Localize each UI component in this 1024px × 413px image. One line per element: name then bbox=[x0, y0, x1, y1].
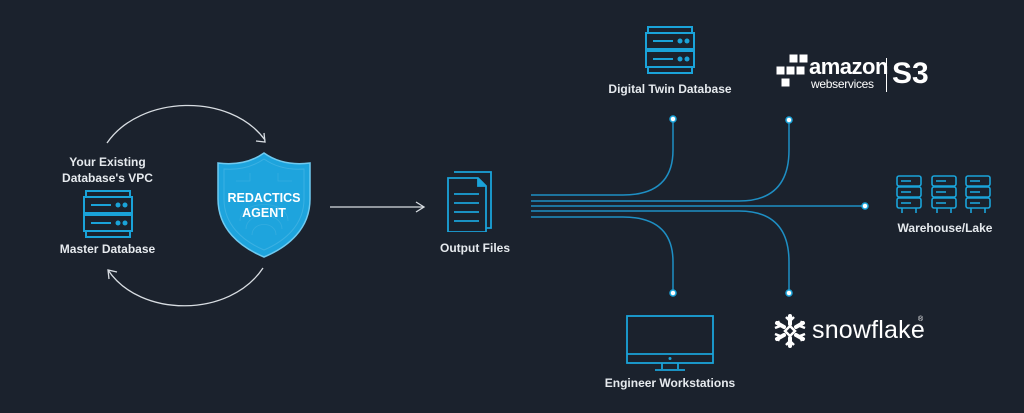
s3-text: S3 bbox=[892, 57, 929, 90]
monitor-icon bbox=[626, 315, 714, 371]
vpc-label-line1: Your Existing bbox=[69, 155, 146, 169]
aws-s3-logo: amazon webservices S3 bbox=[775, 52, 935, 98]
warehouse-label: Warehouse/Lake bbox=[897, 221, 993, 235]
output-files-label: Output Files bbox=[440, 241, 510, 255]
agent-label-line2: AGENT bbox=[242, 206, 286, 220]
master-database-server-icon bbox=[83, 190, 133, 238]
vpc-label-line2: Database's VPC bbox=[62, 171, 153, 185]
node-dot-snowflake bbox=[785, 289, 793, 297]
line-to-workstations bbox=[531, 216, 674, 293]
line-to-s3 bbox=[531, 120, 790, 202]
cycle-arrow-top-head bbox=[255, 132, 266, 143]
digital-twin-server-icon bbox=[645, 26, 695, 74]
cycle-arrow-bottom-head bbox=[107, 269, 118, 280]
node-dot-workstations bbox=[669, 289, 677, 297]
aws-text-main: amazon bbox=[809, 54, 888, 79]
digital-twin-label: Digital Twin Database bbox=[608, 82, 732, 96]
node-dot-digital-twin bbox=[669, 115, 677, 123]
line-to-digital-twin bbox=[531, 119, 674, 196]
snowflake-logo: snowflake ® bbox=[772, 312, 932, 350]
agent-label-line1: REDACTICS bbox=[228, 191, 301, 205]
snowflake-text: snowflake bbox=[812, 316, 925, 344]
cycle-arrow-bottom bbox=[107, 267, 264, 307]
server-rack-icon bbox=[896, 175, 991, 213]
aws-divider bbox=[886, 58, 887, 92]
documents-icon bbox=[447, 171, 492, 232]
node-dot-s3 bbox=[785, 116, 793, 124]
aws-cubes-icon bbox=[775, 53, 809, 88]
snowflake-icon bbox=[774, 314, 806, 348]
master-database-label: Master Database bbox=[59, 242, 156, 256]
snowflake-registered: ® bbox=[918, 316, 924, 323]
aws-text-sub: webservices bbox=[811, 77, 874, 91]
shield-icon: REDACTICS AGENT bbox=[217, 152, 311, 258]
cycle-arrow-top bbox=[106, 104, 266, 144]
workstations-label: Engineer Workstations bbox=[604, 376, 736, 390]
arrow-to-output-head bbox=[415, 201, 426, 213]
node-dot-warehouse bbox=[861, 202, 869, 210]
vpc-label: Your Existing Database's VPC bbox=[50, 154, 165, 186]
line-to-snowflake bbox=[531, 210, 790, 293]
